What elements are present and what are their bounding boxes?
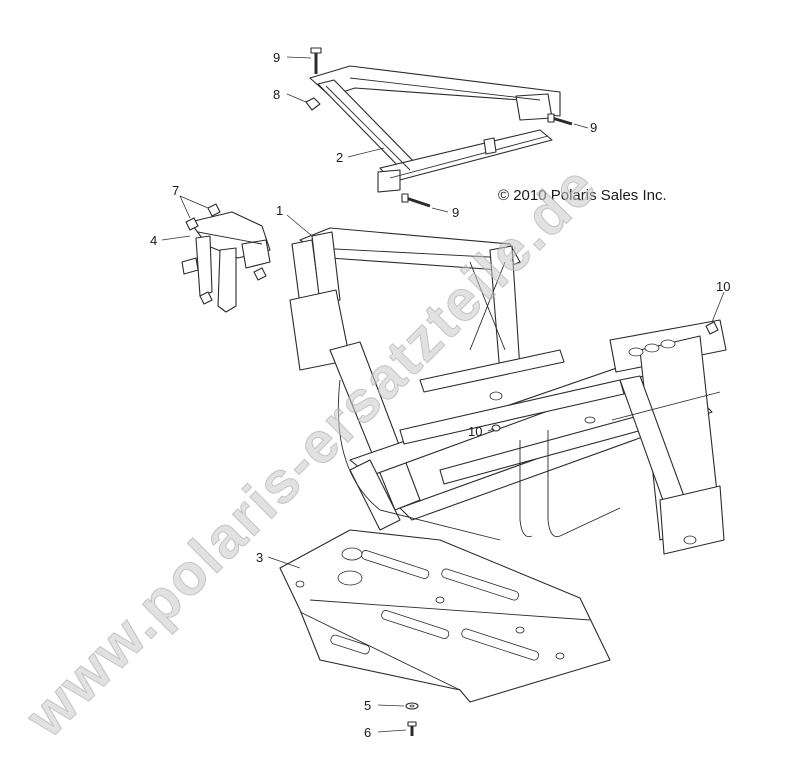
fastener-5-washer <box>405 702 419 710</box>
callout-9-lower-bolt: 9 <box>452 205 459 220</box>
callout-10-front-nut: 10 <box>716 279 730 294</box>
part-2-cross-brace <box>309 65 561 193</box>
callout-9-right-bolt: 9 <box>590 120 597 135</box>
fastener-8-nut <box>305 97 321 111</box>
fastener-9c-bolt <box>401 193 431 208</box>
fastener-9a-bolt <box>310 47 322 74</box>
fastener-6-bolt <box>407 721 417 736</box>
fastener-7-bolts <box>185 203 267 305</box>
callout-3-skid-plate: 3 <box>256 550 263 565</box>
callout-9-top-bolt: 9 <box>273 50 280 65</box>
callout-4-bracket: 4 <box>150 233 157 248</box>
callout-1-main-frame: 1 <box>276 203 283 218</box>
fastener-10b-nut <box>491 424 501 432</box>
callout-8-nut: 8 <box>273 87 280 102</box>
callout-7-bolts: 7 <box>172 183 179 198</box>
callout-5-washer: 5 <box>364 698 371 713</box>
fastener-10a-nut <box>705 321 719 335</box>
part-3-skid-plate <box>279 529 611 703</box>
copyright-notice: © 2010 Polaris Sales Inc. <box>498 187 667 204</box>
callout-2-cross-brace: 2 <box>336 150 343 165</box>
callout-6-bolt: 6 <box>364 725 371 740</box>
leader-lines <box>161 56 725 733</box>
fastener-9b-bolt <box>547 113 573 126</box>
callout-10-mid-nut: 10 <box>468 424 482 439</box>
part-1-main-frame <box>289 227 727 555</box>
part-4-bracket <box>181 211 271 313</box>
